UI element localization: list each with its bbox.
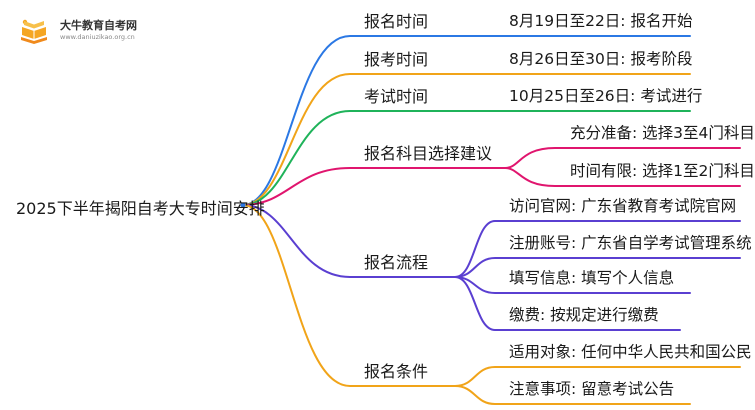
branch-exam-time: 考试时间 xyxy=(364,87,429,106)
leaf-process-2: 注册账号: 广东省自学考试管理系统 xyxy=(509,234,752,252)
branch-subject-advice: 报名科目选择建议 xyxy=(364,144,493,163)
root-topic: 2025下半年揭阳自考大专时间安排 xyxy=(16,199,265,218)
leaf-signup-time: 8月19日至22日: 报名开始 xyxy=(509,12,693,30)
branch-connector xyxy=(242,204,456,387)
branch-apply-time: 报考时间 xyxy=(364,50,429,69)
branch-signup-process: 报名流程 xyxy=(364,253,429,272)
leaf-exam-time: 10月25日至26日: 考试进行 xyxy=(509,87,703,105)
leaf-connector xyxy=(454,220,741,278)
logo-url: www.daniuzikao.org.cn xyxy=(60,33,135,41)
leaf-subject-advice-2: 时间有限: 选择1至2门科目 xyxy=(570,162,755,180)
leaf-connector xyxy=(504,167,741,187)
leaf-connector xyxy=(504,147,741,169)
leaf-process-1: 访问官网: 广东省教育考试院官网 xyxy=(509,197,737,215)
branch-connector xyxy=(242,35,491,206)
leaf-apply-time: 8月26日至30日: 报考阶段 xyxy=(509,50,693,68)
leaf-condition-2: 注意事项: 留意考试公告 xyxy=(509,380,675,398)
leaf-connector xyxy=(454,257,741,278)
leaf-condition-1: 适用对象: 任何中华人民共和国公民 xyxy=(509,343,752,361)
branch-signup-time: 报名时间 xyxy=(364,12,429,31)
logo-title: 大牛教育自考网 xyxy=(60,19,137,32)
branch-connector xyxy=(242,167,506,206)
branch-connector xyxy=(242,204,456,278)
root-anchor-dot xyxy=(240,202,246,208)
site-logo[interactable]: 大牛教育自考网 www.daniuzikao.org.cn xyxy=(12,14,162,48)
leaf-process-4: 缴费: 按规定进行缴费 xyxy=(509,306,659,324)
leaf-connector xyxy=(454,276,681,331)
branch-signup-conditions: 报名条件 xyxy=(364,362,429,381)
book-stack-icon xyxy=(21,19,47,44)
branch-connector xyxy=(242,110,491,206)
leaf-connector xyxy=(454,385,691,405)
leaf-process-3: 填写信息: 填写个人信息 xyxy=(509,269,675,287)
branch-connector xyxy=(242,73,491,206)
leaf-connector xyxy=(454,366,741,387)
leaf-subject-advice-1: 充分准备: 选择3至4门科目 xyxy=(570,124,755,142)
